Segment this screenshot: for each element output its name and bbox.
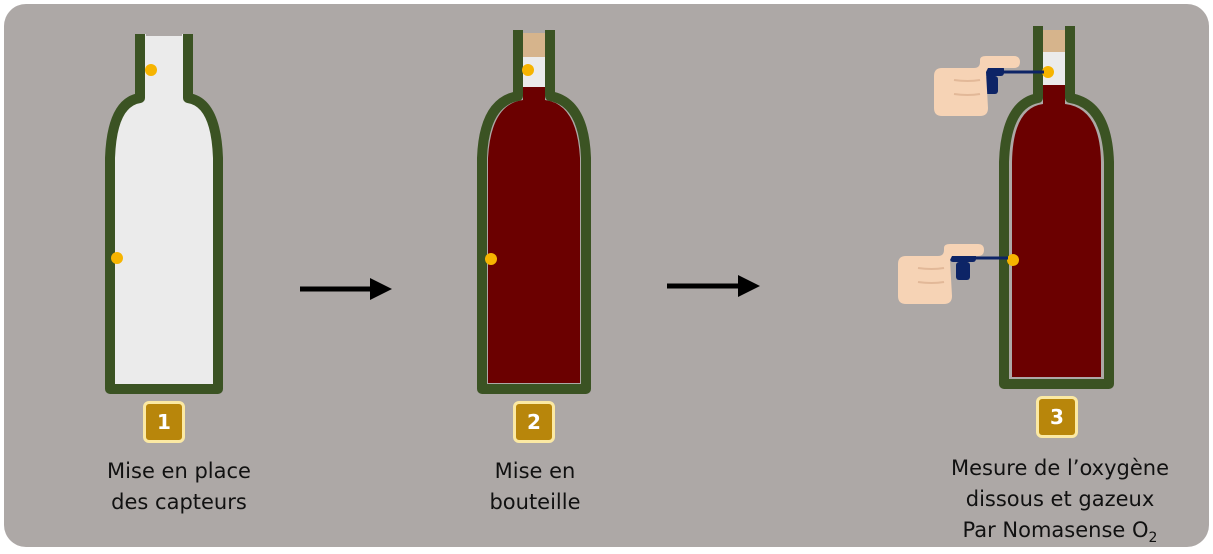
step-3-caption: Mesure de l’oxygène dissous et gazeux Pa… [930, 453, 1190, 554]
sensor-spot-icon [111, 252, 123, 264]
subscript: 2 [1149, 530, 1158, 546]
caption-line: Mesure de l’oxygène [930, 453, 1190, 484]
sensor-spot-icon [1007, 254, 1019, 266]
bottle-3-icon [1004, 26, 1109, 384]
step-1-caption: Mise en place des capteurs [64, 456, 294, 518]
sensor-spot-icon [485, 253, 497, 265]
caption-line: Mise en [440, 456, 630, 487]
arrow-icon [667, 275, 760, 297]
cork-icon [523, 33, 545, 57]
bottle-2-icon [482, 30, 586, 389]
caption-text: Par Nomasense O [963, 518, 1149, 542]
caption-line-last: Par Nomasense O2 [930, 515, 1190, 554]
caption-line: des capteurs [64, 487, 294, 518]
hand-icon [934, 56, 1020, 116]
caption-line: Mise en place [64, 456, 294, 487]
sensor-spot-icon [145, 64, 157, 76]
arrow-icon [300, 278, 392, 300]
cork-icon [1043, 30, 1065, 52]
step-2-badge: 2 [513, 401, 555, 443]
caption-line: bouteille [440, 487, 630, 518]
step-2-caption: Mise en bouteille [440, 456, 630, 518]
step-3-badge: 3 [1036, 396, 1078, 438]
bottle-1-icon [110, 30, 218, 389]
hand-icon [898, 244, 984, 304]
step-1-badge: 1 [143, 401, 185, 443]
caption-line: dissous et gazeux [930, 484, 1190, 515]
sensor-spot-icon [522, 64, 534, 76]
